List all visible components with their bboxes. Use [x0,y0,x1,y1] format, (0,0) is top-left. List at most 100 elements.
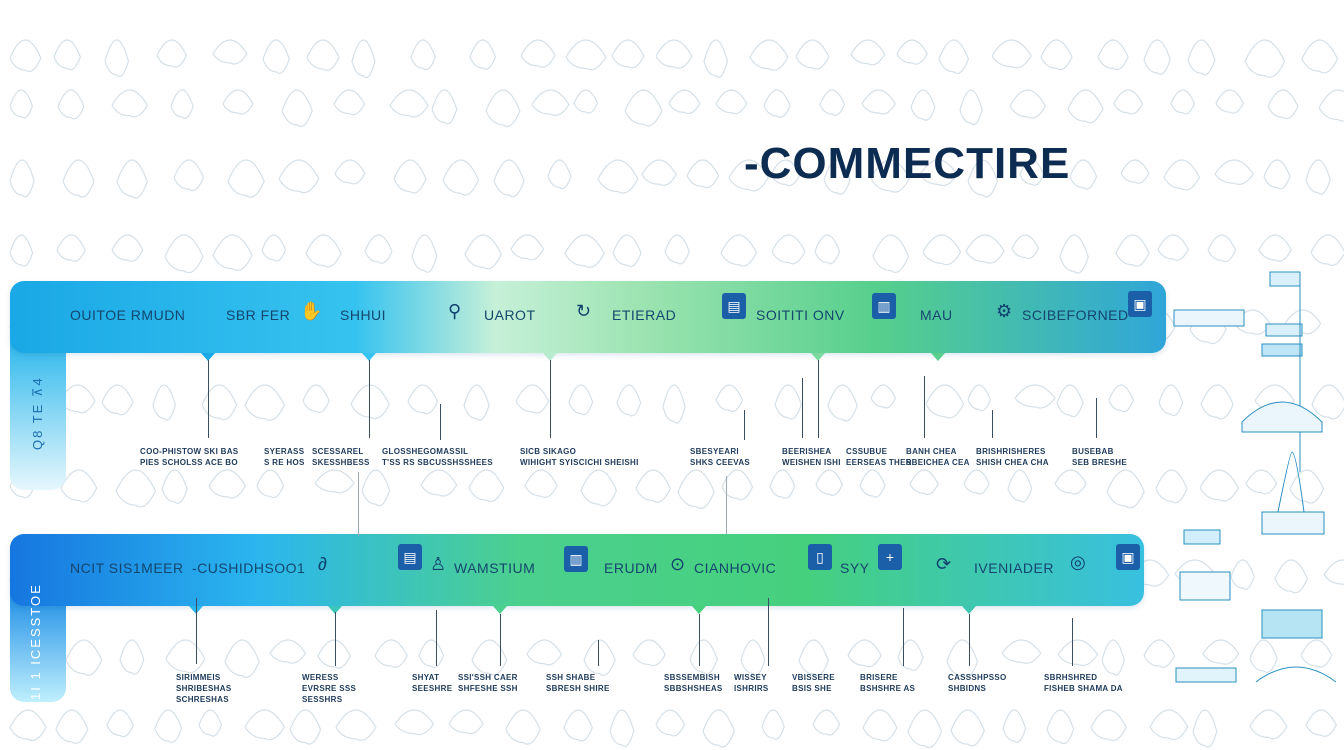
doodle-stroke [227,159,265,198]
doodle-stroke [59,384,96,414]
doodle-stroke [201,384,238,421]
stack-block [1265,323,1303,337]
row2-segment-label: ERUDM [604,560,658,576]
doodle-stroke [655,39,693,69]
doodle-stroke [62,159,95,198]
doodle-stroke [686,159,720,189]
doodle-stroke [564,234,605,268]
row1-connector-line [802,378,803,438]
doodle-stroke [1149,709,1189,741]
doodle-stroke [515,384,550,414]
doodle-stroke [583,639,616,676]
doodle-stroke [464,234,502,270]
row1-connector-line [726,476,727,534]
row1-connector-line [358,472,359,536]
doodle-stroke [1101,639,1125,676]
doodle-stroke [305,234,342,268]
doodle-stroke [795,39,830,70]
row1-notch [201,353,215,361]
doodle-stroke [389,89,429,118]
doodle-stroke [1067,89,1104,124]
doodle-stroke [164,234,204,274]
row1-notch [362,353,376,361]
doodle-stroke [1301,39,1339,74]
doodle-stroke [1157,234,1190,261]
doodle-stroke [897,639,924,672]
doodle-stroke [910,89,936,121]
row1-segment-label: SHHUI [340,307,387,323]
doodle-stroke [224,639,260,678]
doodle-stroke [991,39,1032,69]
doodle-stroke [635,469,672,503]
doodle-stroke [925,384,965,419]
person-icon: ♙ [430,554,447,574]
doodle-stroke [862,709,898,742]
doodle-stroke [1244,39,1286,78]
doodle-stroke [269,639,307,664]
doodle-stroke [563,709,593,742]
doodle-stroke [740,639,766,676]
doodle-stroke [407,384,439,415]
doodle-stroke [668,89,701,115]
doodle-stroke [56,234,86,262]
doodle-stroke [471,639,508,676]
doodle-stroke [1059,234,1089,274]
doodle-stroke [597,159,639,194]
doodle-stroke [967,159,999,198]
doodle-stroke [60,469,98,503]
row2-side-panel [10,592,66,702]
doodle-stroke [1158,384,1184,417]
doodle-stroke [431,89,458,125]
stack-block [1175,667,1237,683]
doodle-stroke [689,639,718,675]
doodle-stroke [1215,89,1245,114]
doodle-stroke [850,39,886,66]
doodle-stroke [823,159,851,195]
doodle-stroke [505,709,541,745]
doodle-stroke [244,709,285,741]
doodle-stroke [104,39,130,78]
row2-connector-line [196,598,197,664]
gear-icon: ⚙ [996,301,1013,321]
doodle-stroke [715,89,748,115]
doodle-stroke [641,159,677,186]
doodle-stroke [749,39,789,71]
doodle-stroke [53,39,82,71]
doodle-stroke [1310,234,1344,267]
stack-block [1269,271,1301,287]
doodle-stroke [9,234,34,267]
doodle-stroke [1230,559,1255,590]
row2-side-label: 1I 1 ICESSTOE [28,583,43,700]
doodle-stroke [715,384,744,413]
row1-segment-label: ETIERAD [612,307,677,323]
doodle-stroke [101,384,134,416]
doodle-stroke [827,384,858,422]
plus-icon: + [878,544,902,570]
doodle-stroke [393,159,427,194]
dome-shape [1255,666,1337,683]
stack-block [1261,609,1323,639]
doodle-stroke [154,709,183,744]
doodle-stroke [761,709,785,740]
doodle-stroke [65,639,103,676]
doodle-stroke [1040,39,1073,71]
doodle-stroke [351,39,376,79]
row2-connector-line [969,614,970,666]
row2-connector-line [598,640,599,666]
cycle-icon: ⟳ [936,554,952,574]
row2-notch [493,606,507,614]
doodle-stroke [1245,469,1278,495]
doodle-stroke [861,89,896,115]
doodle-stroke [161,469,188,504]
doodle-stroke [1155,469,1188,504]
row2-connector-line [699,614,700,666]
doodle-stroke [1323,559,1344,586]
doodle-stroke [1143,39,1171,76]
doodle-stroke [520,39,556,68]
diagram-title: -COMMECTIRE [744,139,1071,188]
